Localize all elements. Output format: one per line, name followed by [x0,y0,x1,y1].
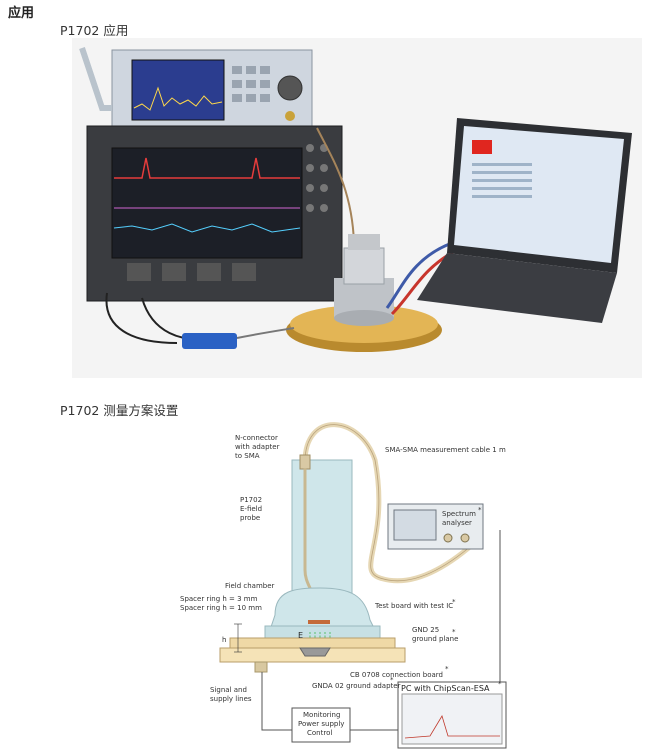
test-board-label: Test board with test IC [374,602,453,610]
n-connector-label-3: to SMA [235,452,260,460]
gnda-label: GNDA 02 ground adapter [312,682,401,690]
gnd25-label-1: GND 25 [412,626,439,634]
spectrum-label-2: analyser [442,519,472,527]
measurement-diagram: N-connector with adapter to SMA SMA-SMA … [180,422,507,749]
monitoring-label-2: Power supply [298,720,344,728]
signal-label-1: Signal and [210,686,247,694]
probe-label-3: probe [240,514,260,522]
cb0708-star: * [445,665,449,673]
test-board-star: * [452,598,456,606]
efield-label: E [298,631,303,640]
n-connector-label-1: N-connector [235,434,278,442]
spectrum-star: * [478,506,482,514]
laptop-device [417,118,632,323]
field-chamber [264,625,381,639]
height-label: h [222,636,226,644]
section-title: 应用 [8,6,35,21]
probe-on-plate [286,234,442,352]
signal-label-2: supply lines [210,695,252,703]
product-photo [72,38,642,378]
probe-body [291,459,353,611]
gnd25-label-2: ground plane [412,635,458,643]
probe-label-1: P1702 [240,496,262,504]
spectrum-analyser-device [111,49,313,131]
ground-plane [229,637,396,649]
pc-star: * [498,680,502,688]
spectrum-label-1: Spectrum [442,510,476,518]
field-chamber-label: Field chamber [225,582,275,590]
n-connector-label-2: with adapter [235,443,280,451]
spacer-ring-label-2: Spacer ring h = 10 mm [180,604,262,612]
photo-caption: P1702 应用 [60,23,129,38]
monitoring-label-3: Control [307,729,332,737]
monitoring-box [291,707,351,743]
spacer-ring-label-1: Spacer ring h = 3 mm [180,595,258,603]
cb0708-label: CB 0708 connection board [350,671,443,679]
cable-label: SMA-SMA measurement cable 1 m [385,446,506,454]
oscilloscope-device [86,125,343,302]
gnd25-star: * [452,628,456,636]
pc-label: PC with ChipScan-ESA [401,684,490,693]
monitoring-label-1: Monitoring [303,711,340,719]
diagram-caption: P1702 测量方案设置 [60,403,179,418]
probe-label-2: E-field [240,505,262,513]
gnda-star: * [390,676,394,684]
interface-box [182,333,237,349]
